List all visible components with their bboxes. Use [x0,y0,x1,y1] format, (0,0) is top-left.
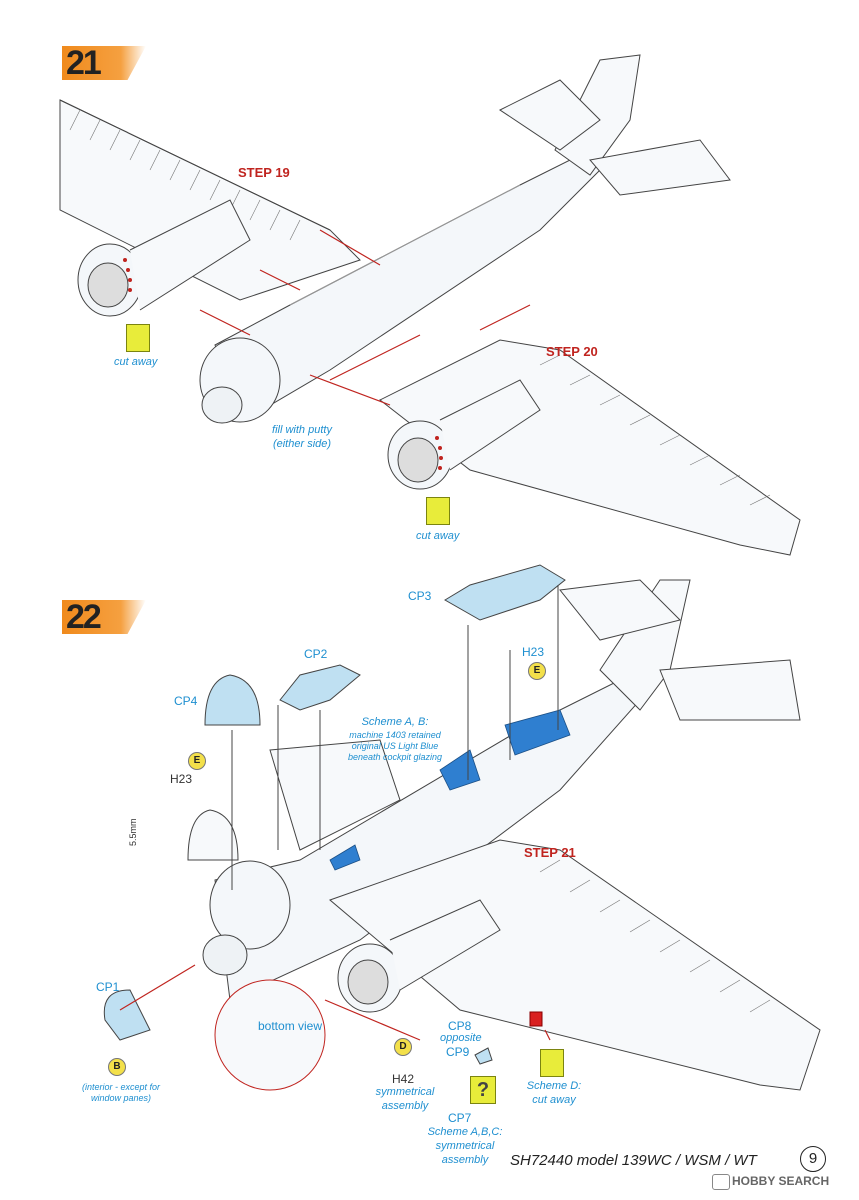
putty-note-line1: fill with putty [272,424,332,436]
model-footer: SH72440 model 139WC / WSM / WT [510,1152,757,1169]
scheme-d-line1: Scheme D: [526,1080,582,1092]
step-21-badge: 21 [62,44,146,82]
h42-note-line2: assembly [381,1099,429,1112]
color-badge-e-left: E [188,752,206,770]
cp7-label: CP7 [448,1111,472,1125]
cut-away-icon-left [126,324,150,352]
step-19-label: STEP 19 [238,165,290,180]
cp7-scheme-note: Scheme A,B,C: symmetrical assembly [420,1126,510,1167]
watermark-text: HOBBY SEARCH [732,1174,830,1188]
scheme-d-note: Scheme D: cut away [524,1080,584,1108]
cp9-label: CP9 [446,1045,470,1059]
page-number: 9 [800,1146,826,1172]
cp7-scheme-line1: Scheme A,B,C: [427,1126,503,1138]
color-badge-e-right: E [528,662,546,680]
scheme-ab-line2: machine 1403 retained [349,729,441,740]
cp1-label: CP1 [96,980,120,994]
h42-note: symmetrical assembly [370,1086,440,1114]
watermark-logo-icon [712,1174,730,1190]
scheme-ab-line4: beneath cockpit glazing [347,752,443,763]
h23-right-label: H23 [522,645,545,659]
h42-label: H42 [392,1072,415,1086]
bottom-view-label: bottom view [258,1019,323,1033]
dimension-label: 5.5mm [128,818,138,846]
putty-note-line2: (either side) [272,437,332,450]
h23-left-label: H23 [170,772,193,786]
interior-note-line2: window panes) [90,1093,152,1104]
cut-away-icon-scheme-d [540,1049,564,1077]
scheme-ab-line3: original US Light Blue [351,741,439,751]
color-badge-b: B [108,1058,126,1076]
step-22-illustration [103,564,821,1091]
step-21-illustration [59,54,801,556]
cp7-scheme-line3: assembly [441,1153,489,1166]
cut-away-label-left: cut away [114,356,158,368]
step-21-number: 21 [66,44,102,82]
cp8-note: opposite [440,1032,482,1044]
cp3-label: CP3 [408,589,432,603]
color-badge-d: D [394,1038,412,1056]
cp7-scheme-line2: symmetrical [435,1139,495,1152]
interior-note: (interior - except for window panes) [76,1082,166,1105]
putty-note: fill with putty (either side) [262,424,342,452]
step-22-number: 22 [66,598,102,636]
scheme-ab-line1: Scheme A, B: [361,716,429,728]
cp4-label: CP4 [174,694,198,708]
step-20-label: STEP 20 [546,344,598,359]
interior-note-line1: (interior - except for [81,1082,161,1092]
question-mark-icon: ? [470,1076,496,1104]
cut-away-icon-right [426,497,450,525]
h42-note-line1: symmetrical [375,1086,435,1098]
cut-away-label-right: cut away [416,530,460,542]
cp2-label: CP2 [304,647,328,661]
step-22-badge: 22 [62,598,146,636]
cp8-label: CP8 [448,1019,472,1033]
scheme-ab-note: Scheme A, B: machine 1403 retained origi… [330,716,460,764]
step-21-ref-label: STEP 21 [524,845,576,860]
scheme-d-line2: cut away [532,1093,576,1106]
